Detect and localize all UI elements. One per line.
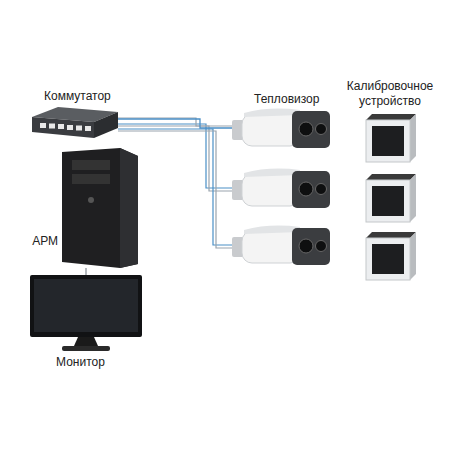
calibration-aperture	[372, 126, 404, 156]
switch-port	[58, 124, 64, 129]
switch-node: Коммутатор	[32, 108, 118, 138]
connector-line	[118, 119, 232, 128]
calibration-device	[366, 232, 416, 280]
pc-drive-bay	[72, 160, 110, 170]
thermal-camera	[232, 109, 330, 148]
switch-port	[67, 125, 73, 130]
switch-port	[40, 123, 46, 128]
calibration-side	[410, 114, 416, 162]
monitor-node: Монитор	[30, 275, 142, 353]
node-label: Тепловизор	[254, 92, 319, 106]
monitor-bezel	[30, 275, 142, 337]
pc-power-button	[88, 197, 94, 203]
node-label: Калибровочное устройство	[338, 79, 442, 108]
camera-lens	[299, 122, 313, 136]
thermal-camera	[232, 169, 330, 208]
node-label: Коммутатор	[44, 89, 111, 103]
switch-front	[32, 117, 94, 138]
camera-front	[292, 111, 330, 148]
monitor-neck	[74, 337, 98, 346]
connector-line	[85, 268, 86, 275]
monitor-screen	[34, 279, 138, 332]
network-connector	[86, 268, 87, 275]
switch-port	[85, 126, 91, 131]
monitor-device	[30, 275, 142, 351]
pc-drive-bay	[72, 174, 110, 184]
pc-body	[62, 148, 138, 268]
camera-sunshield	[244, 109, 300, 117]
network-connector	[118, 119, 232, 128]
pc-side	[120, 148, 138, 268]
workstation-node: АРМ	[60, 148, 140, 268]
switch-side	[94, 112, 118, 138]
calibration-front	[366, 120, 410, 162]
camera-body	[242, 114, 300, 146]
node-label: АРМ	[32, 234, 58, 248]
switch-port	[49, 124, 55, 129]
switch-device	[32, 107, 118, 138]
calibration-device	[366, 114, 416, 162]
calibration-top	[366, 114, 416, 120]
node-label: Монитор	[56, 355, 105, 369]
calibration-device	[366, 174, 416, 222]
pc-tower	[62, 148, 138, 268]
thermal-camera	[232, 226, 330, 265]
monitor-stand	[62, 346, 110, 351]
camera-node: Тепловизор	[232, 110, 332, 150]
camera-lens	[316, 124, 327, 135]
calibration-node: Калибровочное устройство	[364, 114, 418, 162]
switch-port	[76, 126, 82, 131]
